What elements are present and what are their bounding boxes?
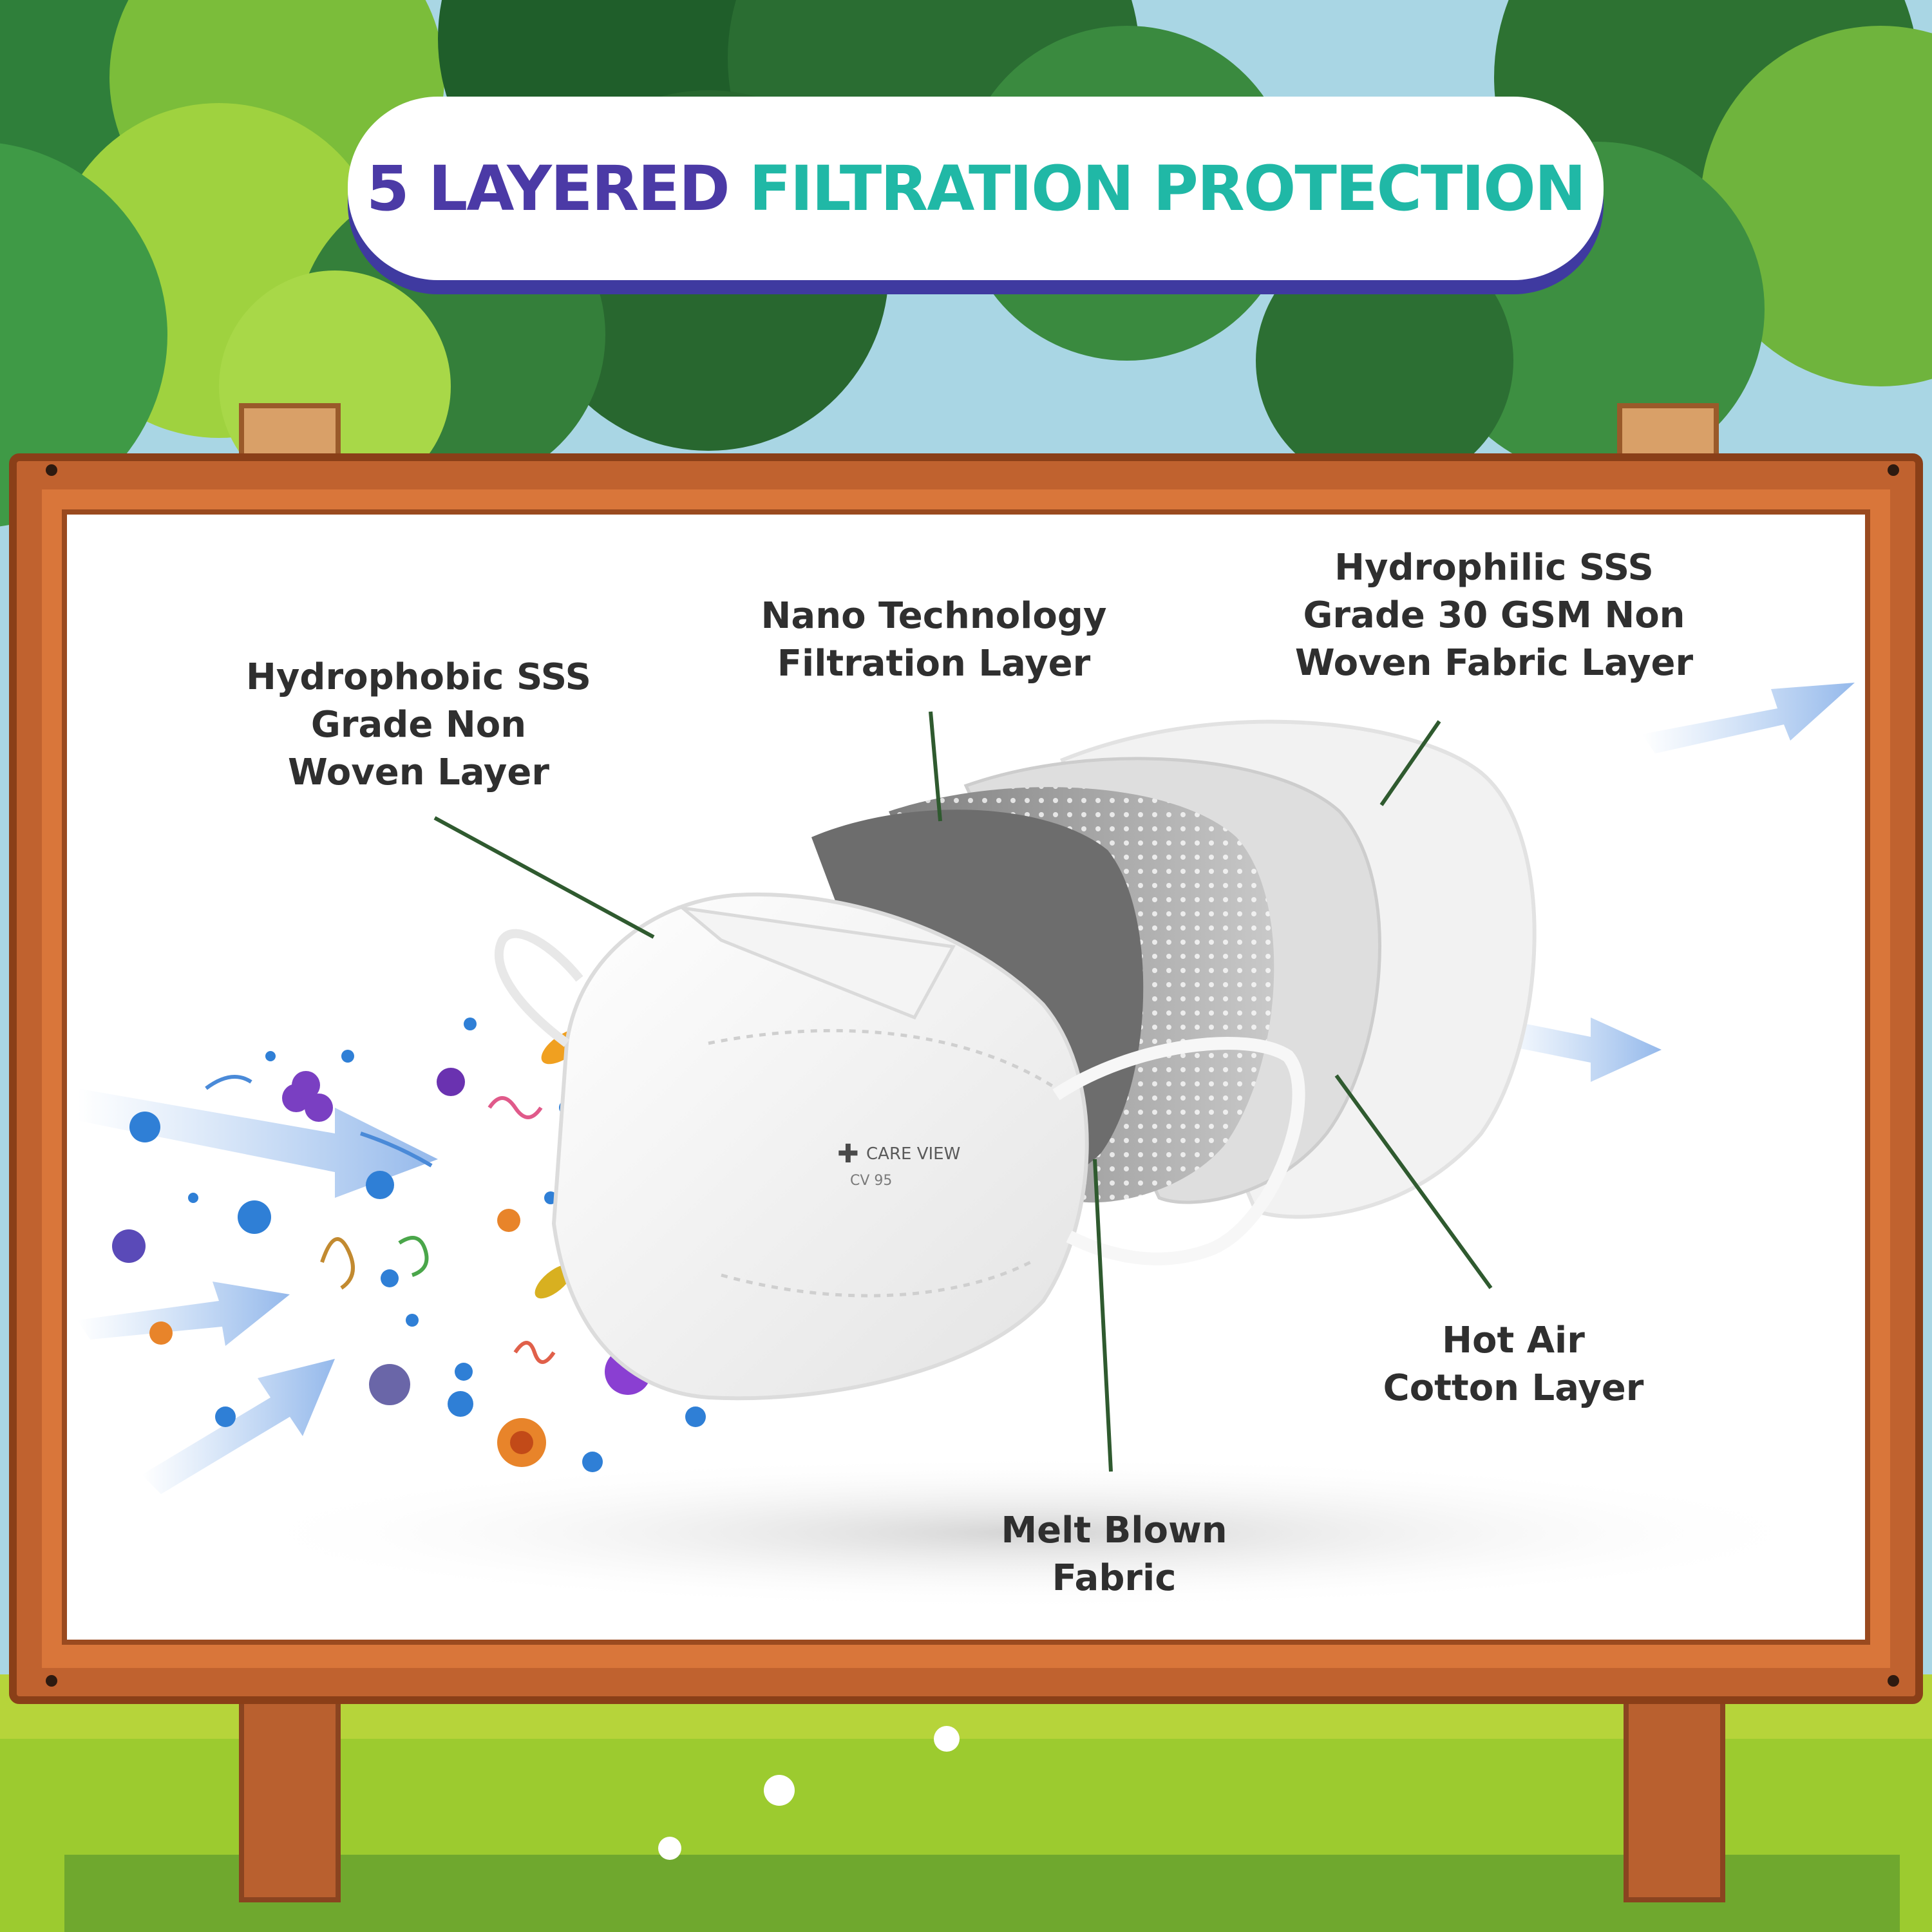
title-part-1: 5 LAYERED (366, 153, 729, 225)
label-line: Grade 30 GSM Non (1269, 592, 1719, 639)
mask-logo-cross: ✚ (837, 1139, 859, 1169)
label-line: Hot Air (1352, 1317, 1674, 1365)
title-banner: 5 LAYERED FILTRATION PROTECTION (348, 97, 1604, 280)
page-title: 5 LAYERED FILTRATION PROTECTION (366, 153, 1585, 225)
title-part-2: FILTRATION (749, 153, 1133, 225)
label-hot-air-layer: Hot Air Cotton Layer (1352, 1317, 1674, 1412)
mask-brand-text: CARE VIEW (866, 1144, 960, 1164)
label-line: Hydrophobic SSS (225, 654, 612, 701)
title-part-3: PROTECTION (1153, 153, 1586, 225)
label-hydrophobic-layer: Hydrophobic SSS Grade Non Woven Layer (225, 654, 612, 797)
label-line: Grade Non (225, 701, 612, 749)
label-line: Filtration Layer (741, 640, 1127, 688)
label-line: Nano Technology (741, 592, 1127, 640)
label-nano-layer: Nano Technology Filtration Layer (741, 592, 1127, 688)
label-line: Hydrophilic SSS (1269, 544, 1719, 592)
label-melt-blown-layer: Melt Blown Fabric (979, 1507, 1249, 1602)
label-hydrophilic-layer: Hydrophilic SSS Grade 30 GSM Non Woven F… (1269, 544, 1719, 687)
label-line: Melt Blown (979, 1507, 1249, 1555)
mask-model-text: CV 95 (850, 1173, 892, 1189)
label-line: Fabric (979, 1555, 1249, 1602)
label-line: Woven Layer (225, 749, 612, 797)
label-line: Woven Fabric Layer (1269, 639, 1719, 687)
label-line: Cotton Layer (1352, 1365, 1674, 1412)
